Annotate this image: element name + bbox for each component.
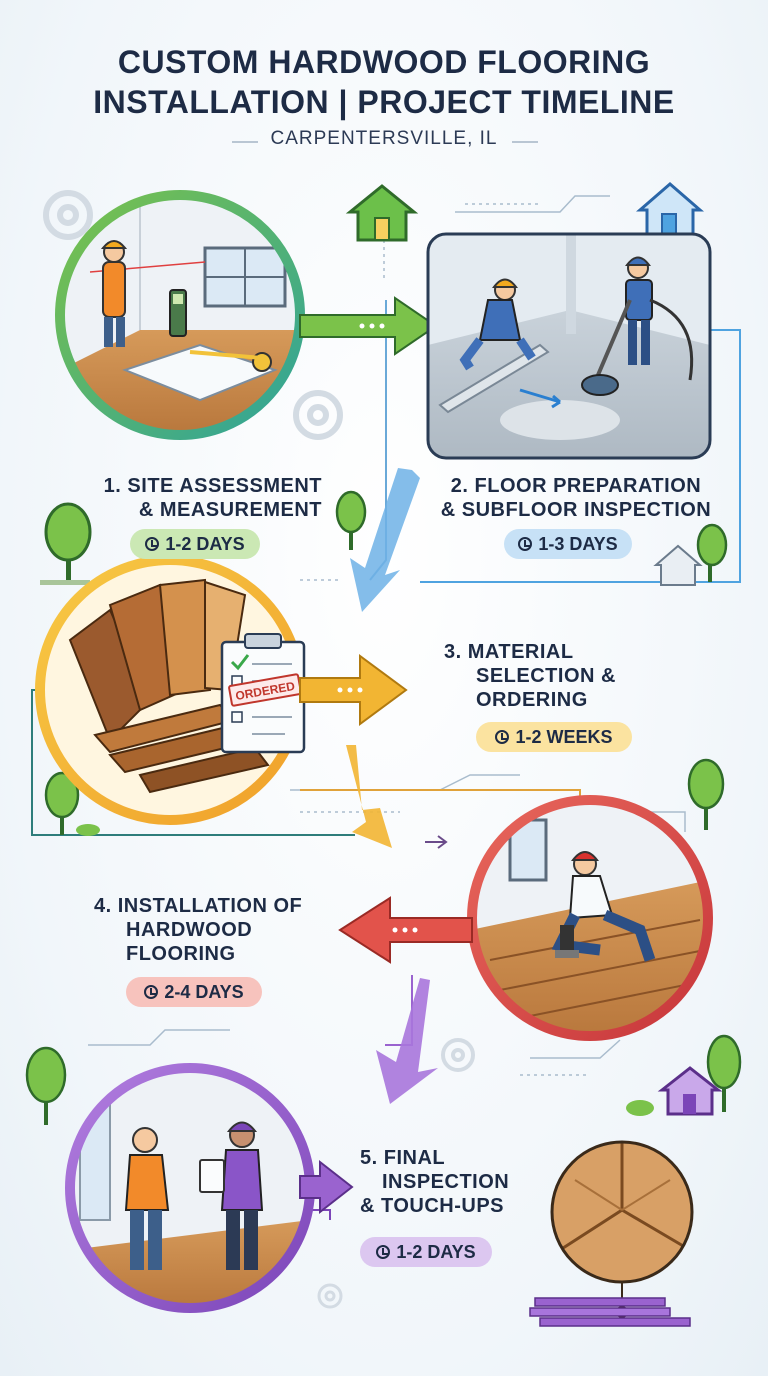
house-icon (345, 184, 419, 242)
step-4-number: 4. (94, 895, 112, 917)
tree-icon (687, 758, 725, 830)
arrow-icon (299, 1159, 354, 1215)
step-3-title-line-1: MATERIAL (467, 641, 574, 663)
step-4-title: 4. INSTALLATION OF HARDWOOD FLOORING (94, 894, 334, 966)
subtitle-divider-left (232, 141, 258, 143)
step-4-duration-badge: 2-4 DAYS (126, 977, 262, 1007)
arrow-icon (338, 896, 473, 964)
parquet-sample-illustration (550, 1140, 694, 1318)
clock-icon (518, 537, 533, 551)
step-5-title: 5. FINAL INSPECTION & TOUCH-UPS (360, 1146, 540, 1218)
step-5-number: 5. (360, 1147, 378, 1169)
clock-icon (495, 730, 510, 744)
page-title-line-2: INSTALLATION | PROJECT TIMELINE (93, 84, 675, 120)
step-2-illustration (426, 232, 712, 460)
step-2-title-line-1: FLOOR PREPARATION (474, 475, 702, 497)
page-title-line-1: CUSTOM HARDWOOD FLOORING (117, 44, 651, 80)
step-5-title-line-2: INSPECTION (382, 1171, 510, 1193)
plank-stack-illustration (529, 1297, 691, 1327)
arrow-icon (299, 296, 438, 356)
step-3-title-line-3: ORDERING (476, 689, 588, 711)
tree-icon (335, 490, 367, 550)
gear-icon (293, 390, 343, 440)
step-2-title-line-2: & SUBFLOOR INSPECTION (440, 499, 712, 521)
gear-icon (317, 1283, 343, 1309)
step-4-title-line-3: FLOORING (126, 943, 236, 965)
step-1-duration: 1-2 DAYS (165, 533, 245, 554)
step-3-duration: 1-2 WEEKS (515, 726, 613, 747)
step-1-duration-badge: 1-2 DAYS (130, 529, 260, 559)
clock-icon (144, 985, 159, 999)
clock-icon (376, 1245, 391, 1259)
step-3-illustration: ORDERED (35, 555, 306, 825)
gear-icon (441, 1038, 475, 1072)
step-3-number: 3. (444, 641, 462, 663)
tree-icon (40, 502, 92, 585)
step-1-title-line-1: SITE ASSESSMENT (127, 475, 322, 497)
step-3-title-line-2: SELECTION & (476, 665, 616, 687)
clipboard-icon: ORDERED (220, 633, 306, 754)
gear-icon (43, 190, 93, 240)
step-4-duration: 2-4 DAYS (164, 981, 244, 1002)
step-4-title-line-2: HARDWOOD (126, 919, 253, 941)
step-2-title: 2. FLOOR PREPARATION & SUBFLOOR INSPECTI… (436, 474, 716, 522)
location-subtitle: CARPENTERSVILLE, IL (270, 128, 498, 149)
clock-icon (145, 537, 160, 551)
tree-icon (25, 1046, 67, 1125)
house-icon (635, 182, 705, 238)
step-3-title: 3. MATERIAL SELECTION & ORDERING (444, 640, 664, 712)
step-1-title: 1. SITE ASSESSMENT & MEASUREMENT (92, 474, 322, 522)
tree-icon (44, 771, 100, 836)
step-4-illustration (467, 795, 713, 1041)
arrow-icon (346, 745, 392, 848)
tree-icon (696, 523, 728, 582)
step-4-title-line-1: INSTALLATION OF (117, 895, 303, 917)
step-1-title-line-2: & MEASUREMENT (138, 499, 322, 521)
step-5-duration-badge: 1-2 DAYS (360, 1237, 492, 1267)
step-3-duration-badge: 1-2 WEEKS (476, 722, 632, 752)
arrow-icon (376, 978, 438, 1104)
step-2-number: 2. (450, 475, 469, 497)
step-1-number: 1. (103, 475, 122, 497)
subtitle-divider-right (512, 141, 538, 143)
step-5-duration: 1-2 DAYS (396, 1241, 476, 1262)
tree-icon (626, 1034, 742, 1116)
step-5-title-line-3: & TOUCH-UPS (360, 1195, 505, 1217)
arrow-icon (299, 654, 408, 726)
house-icon (653, 544, 703, 586)
step-2-duration-badge: 1-3 DAYS (504, 529, 632, 559)
step-5-illustration (65, 1063, 315, 1313)
house-icon (657, 1066, 723, 1116)
arrow-icon (350, 468, 420, 612)
step-2-duration: 1-3 DAYS (538, 533, 618, 554)
step-5-title-line-1: FINAL (383, 1147, 446, 1169)
step-1-illustration (55, 190, 305, 440)
